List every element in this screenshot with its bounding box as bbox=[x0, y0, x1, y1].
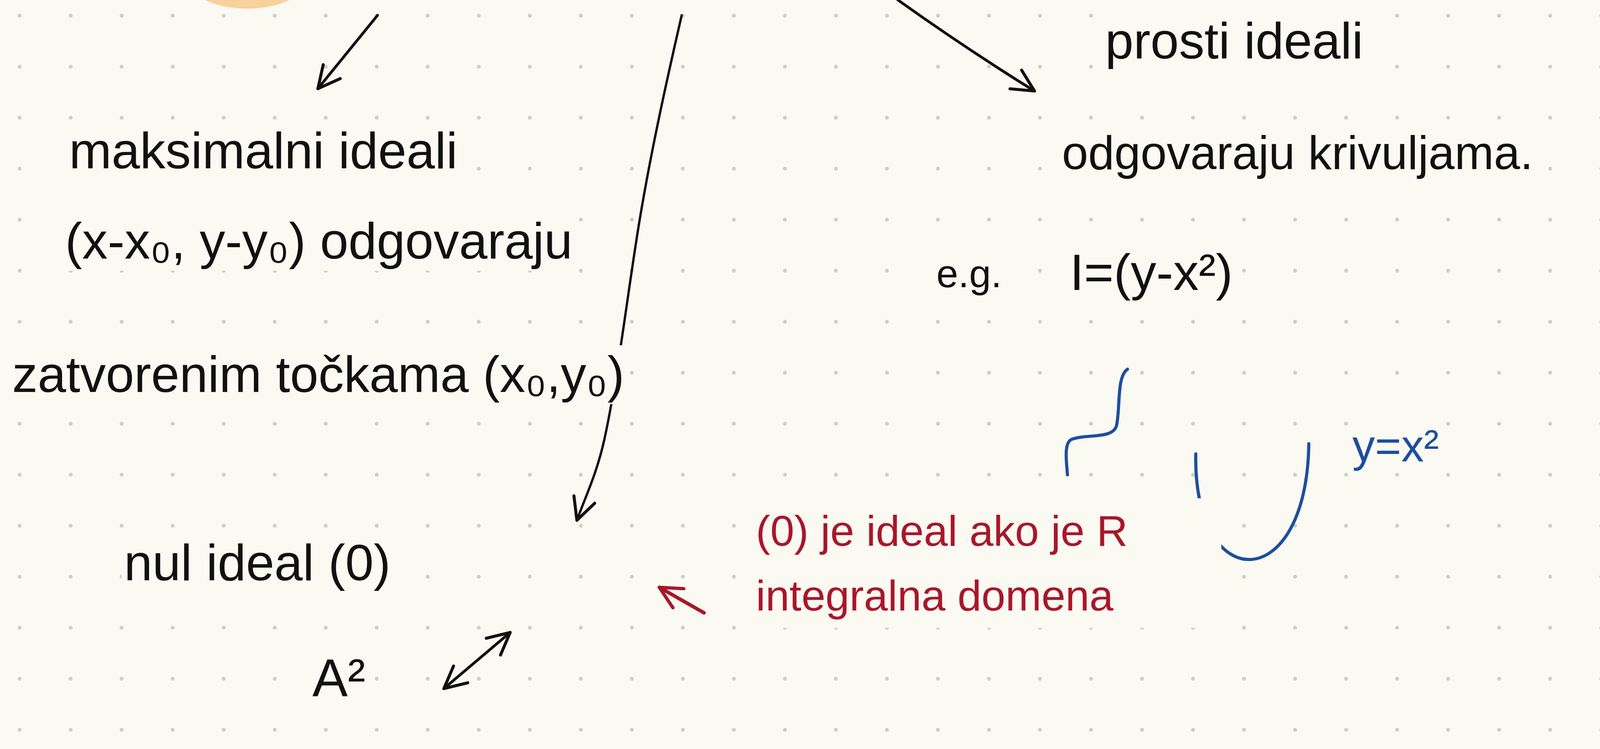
formula-text: I=(y-x²) bbox=[1067, 243, 1236, 303]
note-text: (0) je ideal ako je R integralna domena bbox=[753, 498, 1222, 628]
note-text: (x-x₀, y-y₀) odgovaraju bbox=[62, 211, 575, 271]
arrow-max bbox=[317, 15, 378, 89]
double-arrow bbox=[443, 632, 511, 689]
formula-text: y=x² bbox=[1350, 419, 1442, 472]
blue-brace bbox=[1066, 369, 1128, 475]
heading-text: maksimalni ideali bbox=[66, 121, 460, 181]
note-text: e.g. bbox=[934, 251, 1005, 297]
arrow-nul bbox=[576, 15, 682, 521]
heading-text: nul ideal (0) bbox=[121, 533, 393, 593]
orange-blob bbox=[192, 0, 303, 9]
note-text: zatvorenim točkama (x₀,y₀) bbox=[9, 345, 627, 405]
symbol-text: A² bbox=[310, 647, 368, 709]
arrow-prosti bbox=[897, 0, 1035, 92]
red-arrow bbox=[659, 587, 705, 613]
heading-text: prosti ideali bbox=[1102, 11, 1366, 71]
note-text: odgovaraju krivuljama. bbox=[1059, 125, 1536, 180]
